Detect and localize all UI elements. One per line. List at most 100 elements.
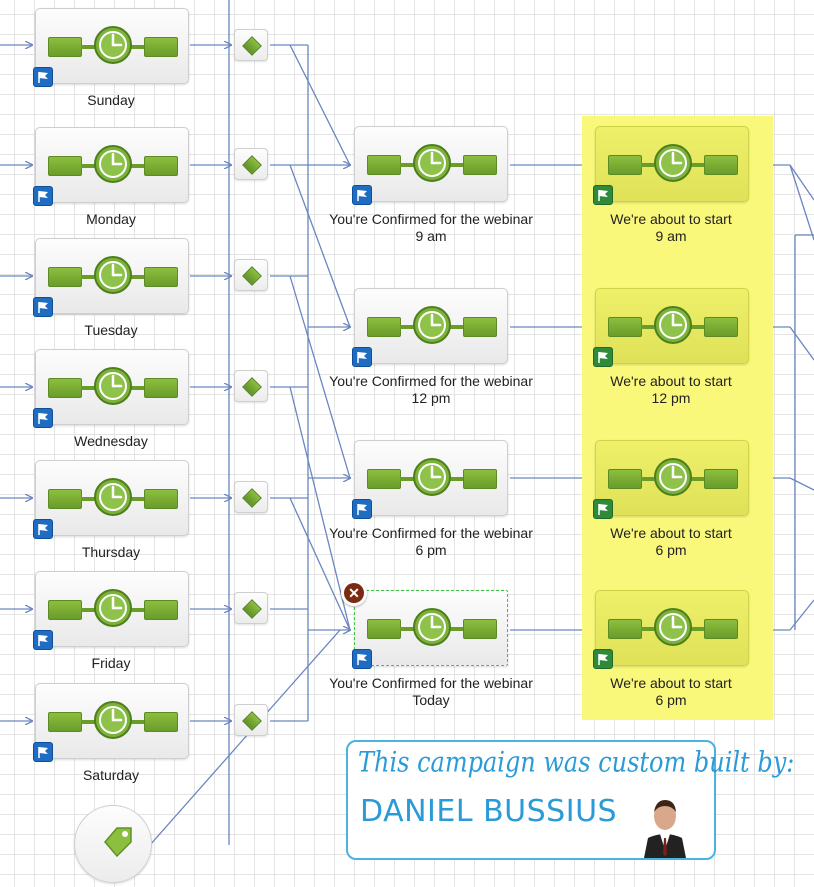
flag-icon[interactable] bbox=[33, 408, 53, 428]
diamond-decision-icon bbox=[242, 266, 262, 286]
confirm-step[interactable] bbox=[352, 288, 508, 367]
timer-graphic bbox=[48, 255, 178, 299]
decision-node[interactable] bbox=[234, 370, 268, 402]
clock-timer-icon bbox=[412, 143, 452, 183]
node-label-title: Thursday bbox=[81, 544, 141, 560]
timer-graphic bbox=[48, 588, 178, 632]
flag-icon[interactable] bbox=[352, 649, 372, 669]
decision-node[interactable] bbox=[234, 592, 268, 624]
diamond-decision-icon bbox=[242, 36, 262, 56]
flag-icon[interactable] bbox=[352, 347, 372, 367]
clock-timer-icon bbox=[653, 607, 693, 647]
timer-graphic bbox=[608, 607, 738, 651]
node-label-title: You're Confirmed for the webinar bbox=[329, 675, 533, 691]
clock-timer-icon bbox=[93, 144, 133, 184]
day-step-monday[interactable] bbox=[33, 127, 189, 206]
node-label-title: Sunday bbox=[87, 92, 135, 108]
timer-graphic bbox=[608, 143, 738, 187]
node-label-time: 12 pm bbox=[651, 390, 691, 406]
timer-graphic bbox=[608, 457, 738, 501]
diamond-decision-icon bbox=[242, 488, 262, 508]
node-label: Thursday bbox=[0, 544, 231, 561]
timer-graphic bbox=[608, 305, 738, 349]
flag-icon[interactable] bbox=[33, 519, 53, 539]
timer-graphic bbox=[48, 25, 178, 69]
node-label-time: 12 pm bbox=[411, 390, 451, 406]
clock-timer-icon bbox=[93, 477, 133, 517]
diamond-decision-icon bbox=[242, 155, 262, 175]
node-label-title: You're Confirmed for the webinar bbox=[329, 525, 533, 541]
decision-node[interactable] bbox=[234, 259, 268, 291]
timer-graphic bbox=[48, 477, 178, 521]
flag-icon[interactable] bbox=[593, 499, 613, 519]
node-label-time: 9 am bbox=[415, 228, 447, 244]
tag-icon bbox=[104, 827, 132, 858]
node-label-title: Friday bbox=[91, 655, 131, 671]
credit-name: DANIEL BUSSIUS bbox=[360, 794, 618, 829]
clock-timer-icon bbox=[412, 607, 452, 647]
timer-graphic bbox=[48, 144, 178, 188]
day-step-thursday[interactable] bbox=[33, 460, 189, 539]
decision-node[interactable] bbox=[234, 29, 268, 61]
close-icon[interactable]: ✕ bbox=[344, 583, 364, 603]
confirm-step[interactable] bbox=[352, 440, 508, 519]
node-label: Friday bbox=[0, 655, 231, 672]
node-label: Sunday bbox=[0, 92, 231, 109]
about-to-start-step[interactable] bbox=[593, 126, 749, 205]
clock-timer-icon bbox=[93, 255, 133, 295]
clock-timer-icon bbox=[93, 366, 133, 406]
flag-icon[interactable] bbox=[33, 742, 53, 762]
day-step-wednesday[interactable] bbox=[33, 349, 189, 428]
about-to-start-step[interactable] bbox=[593, 440, 749, 519]
flag-icon[interactable] bbox=[593, 649, 613, 669]
about-to-start-step[interactable] bbox=[593, 288, 749, 367]
decision-node[interactable] bbox=[234, 481, 268, 513]
day-step-sunday[interactable] bbox=[33, 8, 189, 87]
flag-icon[interactable] bbox=[593, 347, 613, 367]
node-label-time: 6 pm bbox=[655, 542, 687, 558]
flag-icon[interactable] bbox=[33, 186, 53, 206]
node-label-title: We're about to start bbox=[610, 211, 732, 227]
clock-timer-icon bbox=[653, 143, 693, 183]
node-label-title: Monday bbox=[86, 211, 136, 227]
decision-node[interactable] bbox=[234, 148, 268, 180]
clock-timer-icon bbox=[412, 457, 452, 497]
node-label-title: We're about to start bbox=[610, 525, 732, 541]
node-label-title: Tuesday bbox=[84, 322, 138, 338]
credit-banner: This campaign was custom built by: DANIE… bbox=[346, 740, 794, 860]
node-label-time: Today bbox=[412, 692, 450, 708]
confirm-step[interactable] bbox=[352, 590, 508, 669]
about-to-start-step[interactable] bbox=[593, 590, 749, 669]
clock-timer-icon bbox=[412, 305, 452, 345]
node-label-title: Saturday bbox=[82, 767, 140, 783]
decision-node[interactable] bbox=[234, 704, 268, 736]
flag-icon[interactable] bbox=[33, 297, 53, 317]
clock-timer-icon bbox=[93, 25, 133, 65]
node-label: Wednesday bbox=[0, 433, 231, 450]
diamond-decision-icon bbox=[242, 711, 262, 731]
timer-graphic bbox=[367, 143, 497, 187]
node-label: Saturday bbox=[0, 767, 231, 784]
day-step-friday[interactable] bbox=[33, 571, 189, 650]
credit-tagline: This campaign was custom built by: bbox=[358, 746, 795, 779]
flag-icon[interactable] bbox=[352, 499, 372, 519]
confirm-step[interactable] bbox=[352, 126, 508, 205]
flag-icon[interactable] bbox=[593, 185, 613, 205]
node-label-time: 6 pm bbox=[655, 692, 687, 708]
remove-step-button[interactable]: ✕ bbox=[341, 580, 367, 606]
flag-icon[interactable] bbox=[33, 630, 53, 650]
flag-icon[interactable] bbox=[352, 185, 372, 205]
node-label-title: We're about to start bbox=[610, 675, 732, 691]
node-label: Tuesday bbox=[0, 322, 231, 339]
flag-icon[interactable] bbox=[33, 67, 53, 87]
day-step-tuesday[interactable] bbox=[33, 238, 189, 317]
tag-step-node[interactable] bbox=[74, 805, 152, 883]
node-label-title: You're Confirmed for the webinar bbox=[329, 373, 533, 389]
day-step-saturday[interactable] bbox=[33, 683, 189, 762]
